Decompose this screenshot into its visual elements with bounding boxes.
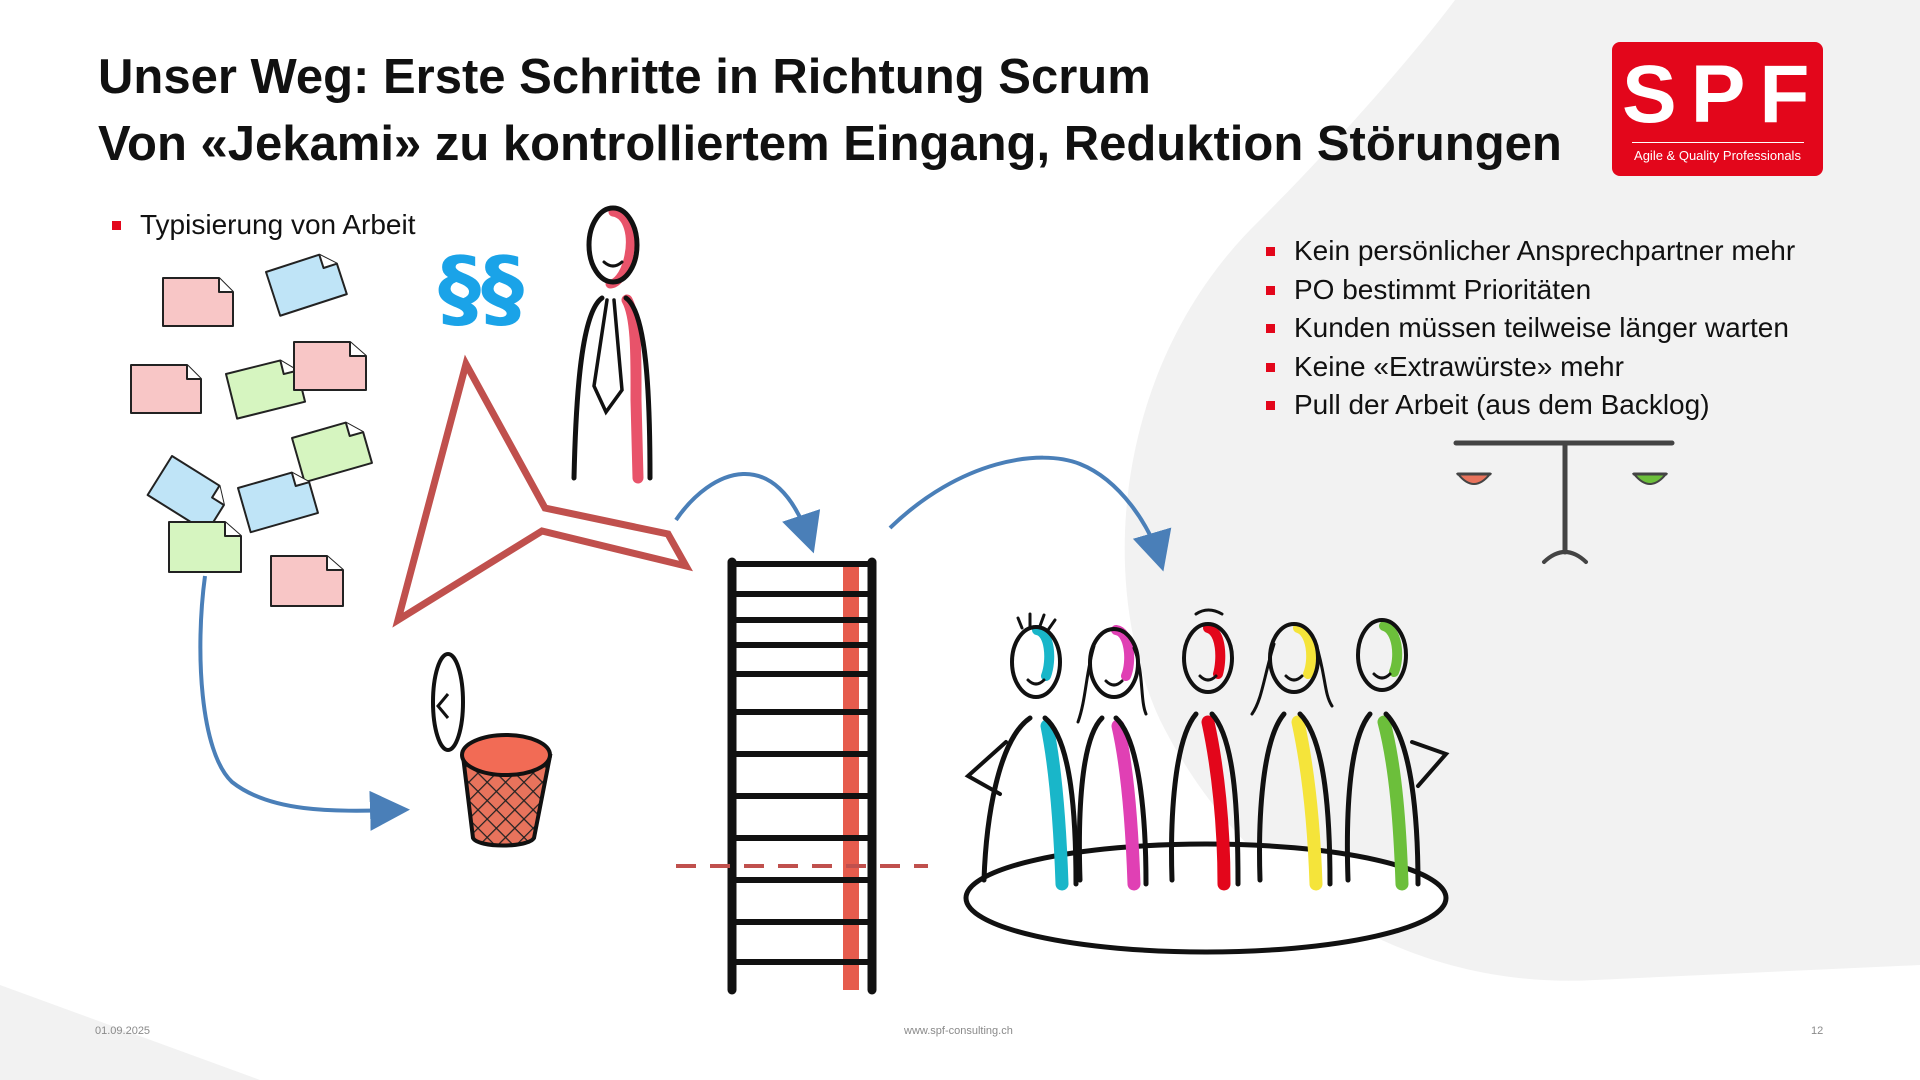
slide-title: Unser Weg: Erste Schritte in Richtung Sc… [98,44,1562,178]
logo-mark: SPF [1622,49,1824,140]
left-bullet-list: Typisierung von Arbeit [112,206,416,245]
title-line-2: Von «Jekami» zu kontrolliertem Eingang, … [98,117,1562,171]
bullet-item: PO bestimmt Prioritäten [1266,271,1795,310]
waste-basket-icon [431,652,553,848]
bullet-item: Kein persönlicher Ansprechpartner mehr [1266,232,1795,271]
flow-arrows [198,455,1172,831]
logo-divider [1631,142,1804,143]
product-owner-icon [571,205,653,484]
paragraph-icon: §§ [438,239,524,339]
footer-url: www.spf-consulting.ch [904,1025,1013,1037]
backlog-ladder-icon [676,557,928,995]
right-bullet-list: Kein persönlicher Ansprechpartner mehr P… [1266,232,1795,425]
bullet-item: Pull der Arbeit (aus dem Backlog) [1266,386,1795,425]
spf-logo: SPF Agile & Quality Professionals [1612,42,1823,176]
bullet-item: Typisierung von Arbeit [112,206,416,245]
funnel-icon [392,354,693,628]
scale-icon [1453,440,1675,564]
team-icon [963,608,1450,955]
bullet-item: Keine «Extrawürste» mehr [1266,348,1795,387]
title-line-1: Unser Weg: Erste Schritte in Richtung Sc… [98,50,1151,104]
footer-date: 01.09.2025 [95,1025,151,1037]
sticky-notes-icon [130,253,373,607]
logo-tagline: Agile & Quality Professionals [1634,148,1801,163]
footer-page-number: 12 [1811,1025,1824,1037]
bullet-item: Kunden müssen teilweise länger warten [1266,309,1795,348]
